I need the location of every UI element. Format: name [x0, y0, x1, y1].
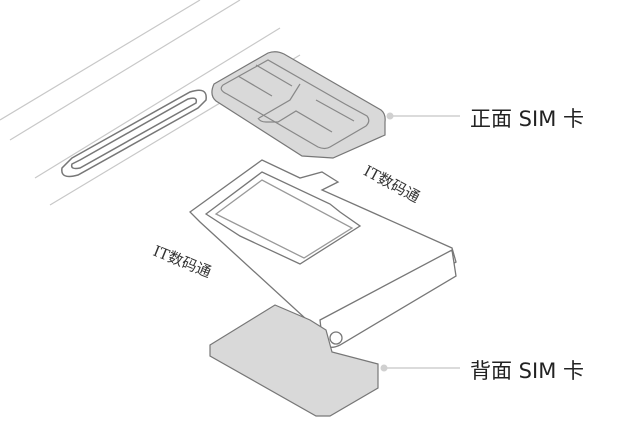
sim-tray: [189, 159, 457, 348]
back-sim-card: [209, 304, 379, 417]
leader-lines: [380, 112, 460, 372]
back-sim-label: 背面 SIM 卡: [470, 359, 584, 383]
front-sim-card: [211, 51, 386, 159]
sim-slot: [61, 89, 207, 178]
front-sim-label: 正面 SIM 卡: [470, 107, 584, 131]
